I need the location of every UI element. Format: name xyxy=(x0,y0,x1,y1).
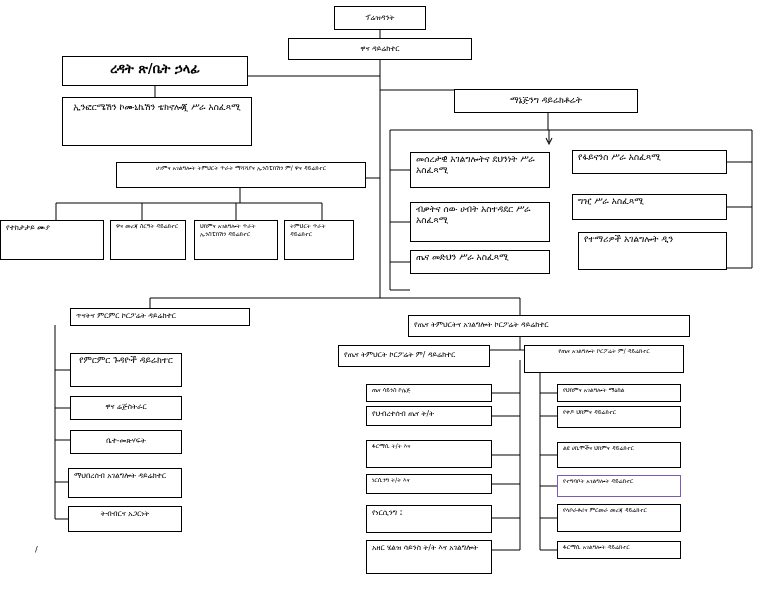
node-chief-registrar: ዋና ሬጅስትራር xyxy=(70,396,182,420)
node-health-education-deputy: የጤና ትምህርት ኮርፖሬት ም/ ዳይሬክተር xyxy=(338,345,490,367)
arrow-head xyxy=(545,137,553,146)
node-training-unit: ትምህርት ጥራት ዳይሬክተር xyxy=(284,220,354,260)
node-information-comm: ኢንፎርሜሽን ኮሙኒኬሽን ቴክኖሎጂ ሥራ አስፈጻሚ xyxy=(62,97,252,146)
node-medicine-college: ጤና ሳይንስ ኮሌጅ xyxy=(366,384,492,402)
node-president: ፕሬዝዳንት xyxy=(334,6,426,30)
node-medical-lab: አዘር ሄልዝ ሳይንስ ት/ት እና አገልግሎት xyxy=(366,540,492,574)
node-community-service: ማህበረሰብ አገልግሎት ዳይሬክተር xyxy=(68,468,182,498)
node-research-director: የምርምር ጉዳዮች ዳይሬክተር xyxy=(70,353,182,387)
node-basic-services: መሰረታዊ አገልግሎትና ደህንነት ሥራ አስፈጻሚ xyxy=(410,152,550,188)
node-midwifery: የነርሲንግ ፤ xyxy=(366,505,492,533)
node-library: ቤተ-መጽሃፍት xyxy=(70,430,182,454)
node-human-resources: ብቃትና ሰው ሀብት አስተዳደር ሥራ አስፈጻሚ xyxy=(410,202,550,242)
node-nursing-service: የተግባቦት አገልግሎት ዳይሬክተር xyxy=(557,475,681,497)
node-pharmacy: ፋርማሲ ት/ት እና xyxy=(366,440,492,468)
node-public-health: የህብረተሰብ ጤና ት/ት xyxy=(366,406,492,426)
node-service-unit: ህክምና አገልግሎት ጥራት ኢንስፔክሽን ዳይሬክተር xyxy=(194,220,278,260)
node-executive-assistant: ረዳት ጽ/ቤት ኃላፊ xyxy=(62,56,248,86)
node-health-service-deputy: የጤና አገልግሎት ኮርፖሬት ም/ ዳይሬክተር xyxy=(524,345,684,373)
node-nursing: ነርሲንግ ት/ት እና xyxy=(366,474,492,494)
node-customer-service: የተማሪዎች አገልግሎት ዲን xyxy=(578,232,727,270)
node-tech-transfer: ትብብርና አጋርነት xyxy=(68,506,182,532)
node-quality-left: ሀገምና አገልግሎት ትምህርት ጥራት ማሻሻያና ኢንስፔክሽን ም/ ዋ… xyxy=(116,162,366,188)
node-research-unit: ዋና መረጃ ስርዓት ዳይሬክተር xyxy=(110,220,186,260)
node-chief-director: ዋና ዳይሬክተር xyxy=(288,38,472,60)
node-specialty-hospital: ልዩ ሀኪሞችና ህክምና ዳይሬክተር xyxy=(557,442,681,468)
node-health-admin: ጤና መድህን ሥራ አስፈጻሚ xyxy=(410,250,550,274)
node-pharmacy-service: ፋርማሲ አገልግሎት ዳይሬክተር xyxy=(557,541,681,559)
footnote: / xyxy=(35,545,38,554)
node-hospital-corporate: የጤና ትምህርትና አገልግሎት ኮርፖሬት ዳይሬክተር xyxy=(408,315,690,337)
node-clinical-services: የቀዶ ህክምና ዳይሬክተር xyxy=(557,406,681,428)
node-hospital-ceo: የህክምና አገልግሎት ማዕከል xyxy=(557,384,681,402)
node-finance: የፋይናንስ ሥራ አስፈጻሚ xyxy=(572,150,727,174)
node-management-directorate: ማኔጅንግ ዳይሬክቶሬት xyxy=(454,89,638,113)
node-curriculum-unit: የተከታታይ ሙያ xyxy=(0,220,104,260)
node-procurement: ግዢ ሥራ አስፈጻሚ xyxy=(572,194,727,220)
node-diagnostic: የላቦራቶሪና ምርመራ መረጃ ዳይሬክተር xyxy=(557,504,681,532)
node-research-corporate: ጥናትና ምርምር ኮርፖሬት ዳይሬክተር xyxy=(70,308,250,326)
